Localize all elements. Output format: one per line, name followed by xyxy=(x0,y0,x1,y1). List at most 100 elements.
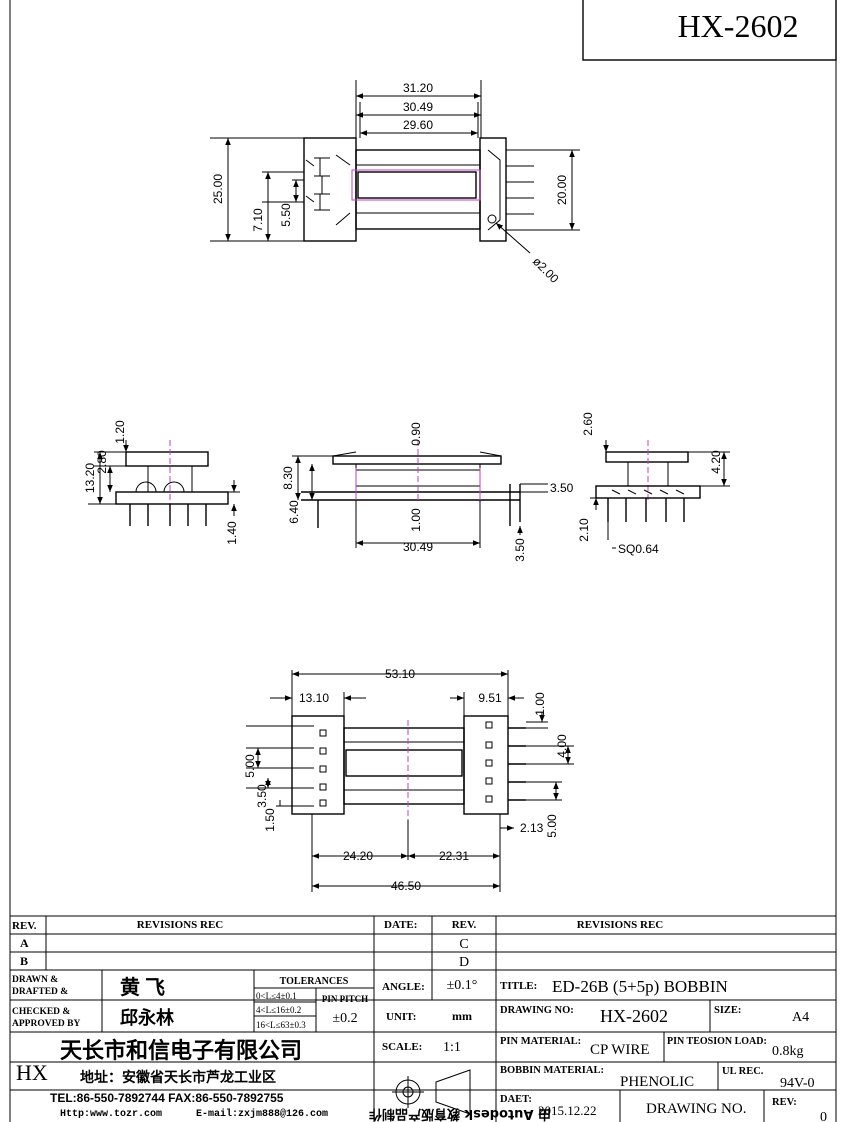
sheet-border xyxy=(9,0,837,1122)
tb-unit-val: mm xyxy=(452,1009,472,1023)
tb-tension-label: PIN TEOSION LOAD: xyxy=(667,1036,767,1047)
dim-top-29-60: 29.60 xyxy=(403,118,433,132)
tb-checked-label-1: CHECKED & xyxy=(12,1007,70,1017)
dim-top-20-00: 20.00 xyxy=(555,175,569,205)
dim-b-5-00r: 5.00 xyxy=(545,814,559,838)
tb-size-val: A4 xyxy=(792,1010,809,1025)
dim-top-25-00: 25.00 xyxy=(211,174,225,204)
tb-rev-label2: REV. xyxy=(452,919,477,931)
dim-top-31-20: 31.20 xyxy=(403,81,433,95)
dim-b-3-50: 3.50 xyxy=(255,784,269,808)
top-view: 31.20 30.49 29.60 25.00 7.10 5.50 20.00 … xyxy=(210,80,580,286)
tb-ul-label: UL REC. xyxy=(722,1066,764,1077)
tb-pin-material-val: CP WIRE xyxy=(590,1042,650,1058)
dim-s2-3-50b: 3.50 xyxy=(513,538,527,562)
tb-company: 天长市和信电子有限公司 xyxy=(60,1038,302,1064)
dim-b-24-20: 24.20 xyxy=(343,849,373,863)
dim-s3-2-10: 2.10 xyxy=(577,518,591,542)
tb-drawing-no-val: HX-2602 xyxy=(600,1006,668,1026)
tb-rev-c: C xyxy=(459,937,468,952)
dim-b-13-10: 13.10 xyxy=(299,691,329,705)
tb-tel-fax: TEL:86-550-7892744 FAX:86-550-7892755 xyxy=(50,1091,284,1105)
tb-rev3-val: 0 xyxy=(820,1110,827,1122)
tb-pin-pitch-val: ±0.2 xyxy=(332,1011,357,1026)
dim-s1-2-80: 2.80 xyxy=(95,450,109,474)
tb-address: 地址：安徽省天长市芦龙工业区 xyxy=(80,1069,276,1086)
tb-title-label: TITLE: xyxy=(500,980,537,992)
tb-size-label: SIZE: xyxy=(714,1005,741,1016)
tb-tolerances: TOLERANCES xyxy=(280,976,349,987)
side-view-right: 2.60 4.20 2.10 SQ0.64 xyxy=(577,412,730,556)
tb-tol3: 16<L≤63±0.3 xyxy=(256,1020,306,1030)
tb-stamp: 由 Autodesk 教育版产品制作 xyxy=(369,1106,551,1122)
tb-checked-label-2: APPROVED BY xyxy=(12,1019,80,1029)
dim-b-1-00: 1.00 xyxy=(533,692,547,716)
dim-b-2-13: 2.13 xyxy=(520,821,544,835)
tb-email: E-mail:zxjm888@126.com xyxy=(196,1108,328,1120)
tb-row-b: B xyxy=(20,954,28,968)
tb-revisions-rec: REVISIONS REC xyxy=(137,919,224,931)
dim-s1-13-20: 13.20 xyxy=(83,463,97,493)
dim-b-53-10: 53.10 xyxy=(385,667,415,681)
tb-angle-label: ANGLE: xyxy=(382,981,425,993)
dim-b-4-00: 4.00 xyxy=(555,734,569,758)
dim-b-22-31: 22.31 xyxy=(439,849,469,863)
tb-web: Http:www.tozr.com xyxy=(60,1109,162,1120)
tb-tol2: 4<L≤16±0.2 xyxy=(256,1005,301,1015)
tb-title-val: ED-26B (5+5p) BOBBIN xyxy=(552,977,728,996)
tb-drawn-name: 黄 飞 xyxy=(120,975,165,999)
dim-s2-6-40: 6.40 xyxy=(287,500,301,524)
tb-logo: HX xyxy=(16,1060,48,1085)
dim-s1-1-40: 1.40 xyxy=(225,521,239,545)
tb-drawn-label-1: DRAWN & xyxy=(12,975,58,985)
tb-drawing-no-label: DRAWING NO: xyxy=(500,1005,574,1016)
tb-angle-val: ±0.1° xyxy=(447,978,478,993)
dim-b-9-51: 9.51 xyxy=(478,691,502,705)
tb-tension-val: 0.8kg xyxy=(772,1044,804,1059)
dim-s1-1-20: 1.20 xyxy=(113,420,127,444)
dim-s3-4-20: 4.20 xyxy=(709,450,723,474)
dim-s2-30-49: 30.49 xyxy=(403,540,433,554)
side-view-middle: 8.30 6.40 0.90 1.00 30.49 3.50 3.50 xyxy=(281,422,574,562)
dim-b-1-50: 1.50 xyxy=(263,808,277,832)
tb-rev-label: REV. xyxy=(12,920,37,932)
tb-date2-label: DAET: xyxy=(500,1094,532,1105)
tb-bobbin-material-val: PHENOLIC xyxy=(620,1074,694,1090)
tb-rev-d: D xyxy=(459,955,469,970)
tb-drawing-no2: DRAWING NO. xyxy=(646,1101,746,1117)
tb-date2-val: 2015.12.22 xyxy=(538,1103,597,1118)
tb-checked-name: 邱永林 xyxy=(120,1007,174,1028)
dim-top-30-49: 30.49 xyxy=(403,100,433,114)
tb-date-label: DATE: xyxy=(384,919,417,931)
tb-drawn-label-2: DRAFTED & xyxy=(12,987,68,997)
bottom-view: 53.10 13.10 9.51 1.00 4.00 5.00 2.13 5.0… xyxy=(243,667,574,893)
dim-s2-0-90: 0.90 xyxy=(409,422,423,446)
dim-s3-2-60: 2.60 xyxy=(581,412,595,436)
dim-s3-sq: SQ0.64 xyxy=(618,542,659,556)
tb-revisions-rec2: REVISIONS REC xyxy=(577,919,664,931)
title-block: REV. REVISIONS REC DATE: REV. REVISIONS … xyxy=(10,915,836,1122)
part-number-box xyxy=(582,0,837,61)
tb-pin-material-label: PIN MATERIAL: xyxy=(500,1036,581,1047)
projection-symbol-icon xyxy=(392,1069,471,1115)
dim-b-46-50: 46.50 xyxy=(391,879,421,893)
tb-ul-val: 94V-0 xyxy=(780,1076,815,1091)
dim-s2-8-30: 8.30 xyxy=(281,466,295,490)
tb-scale-label: SCALE: xyxy=(382,1041,422,1053)
dim-s2-1-00: 1.00 xyxy=(409,508,423,532)
dim-top-dia: ø2.00 xyxy=(530,254,562,286)
tb-tol1: 0<L≤4±0.1 xyxy=(256,991,297,1001)
tb-bobbin-material-label: BOBBIN MATERIAL: xyxy=(500,1065,604,1076)
tb-pin-pitch: PIN PITCH xyxy=(322,994,368,1004)
dim-b-5-00l: 5.00 xyxy=(243,754,257,778)
tb-rev3-label: REV: xyxy=(772,1097,797,1108)
tb-row-a: A xyxy=(20,936,29,950)
dim-top-5-50: 5.50 xyxy=(279,203,293,227)
dim-s2-3-50a: 3.50 xyxy=(550,481,574,495)
dim-top-7-10: 7.10 xyxy=(251,208,265,232)
tb-scale-val: 1:1 xyxy=(443,1040,461,1055)
tb-unit-label: UNIT: xyxy=(386,1011,416,1023)
side-view-left: 13.20 2.80 1.20 1.40 xyxy=(83,420,240,545)
part-number: HX-2602 xyxy=(678,8,799,44)
